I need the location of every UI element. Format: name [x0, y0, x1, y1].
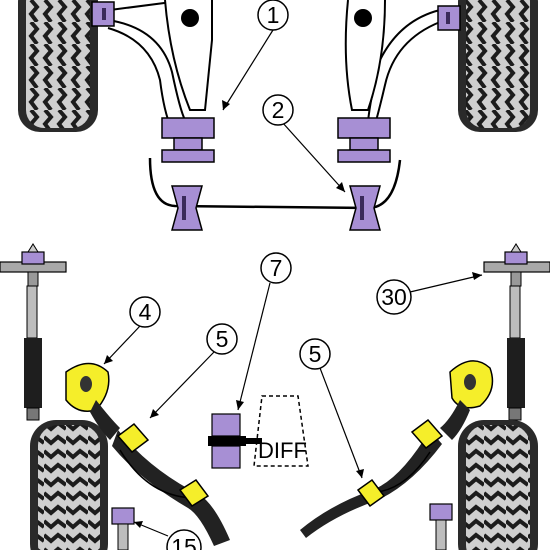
callout-5-left-label: 5 [216, 326, 229, 352]
front-right-arb-bush [349, 185, 381, 231]
rear-left-arm-bush [116, 422, 210, 508]
callout-5-left: 5 [149, 323, 238, 419]
rear-right-shock [507, 285, 525, 421]
callout-2: 2 [262, 94, 346, 193]
rear-right-tyre [458, 420, 538, 550]
callout-4: 4 [103, 296, 161, 365]
front-left-outer-bush [91, 1, 115, 27]
callout-7: 7 [236, 252, 292, 411]
front-left-wishbone-bush [161, 117, 215, 163]
rear-right-top-mount [483, 243, 550, 287]
front-right-wishbone-bush [337, 117, 391, 163]
rear-left-lower-bush [111, 507, 135, 550]
callout-2-label: 2 [272, 97, 285, 123]
diff-mount-bush [208, 413, 262, 469]
callout-1: 1 [222, 0, 289, 111]
rear-left-yellow-mount [65, 362, 120, 440]
rear-left-arm [112, 430, 230, 546]
callout-7-label: 7 [270, 255, 283, 281]
callout-1-label: 1 [267, 2, 280, 28]
callout-5-right: 5 [299, 338, 364, 479]
callout-15: 15 [133, 521, 202, 550]
callout-5-right-label: 5 [309, 341, 322, 367]
callout-30: 30 [376, 272, 483, 315]
front-left-tyre [18, 0, 98, 132]
callout-4-label: 4 [139, 299, 152, 325]
rear-right-yellow-mount [440, 360, 494, 440]
front-right-outer-bush [437, 5, 461, 31]
rear-right-arm [300, 430, 442, 538]
callout-15-label: 15 [171, 534, 197, 550]
callout-30-label: 30 [381, 284, 407, 310]
diff-label: DIFF [258, 438, 307, 463]
front-left-arb-bush [171, 185, 203, 231]
rear-left-shock [24, 285, 42, 421]
rear-left-top-mount [0, 243, 67, 287]
rear-left-tyre [30, 420, 108, 550]
rear-right-arm-bush [356, 418, 444, 508]
rear-right-lower-bush [429, 503, 453, 550]
front-anti-roll-bar [148, 157, 402, 210]
front-right-tyre [458, 0, 538, 132]
